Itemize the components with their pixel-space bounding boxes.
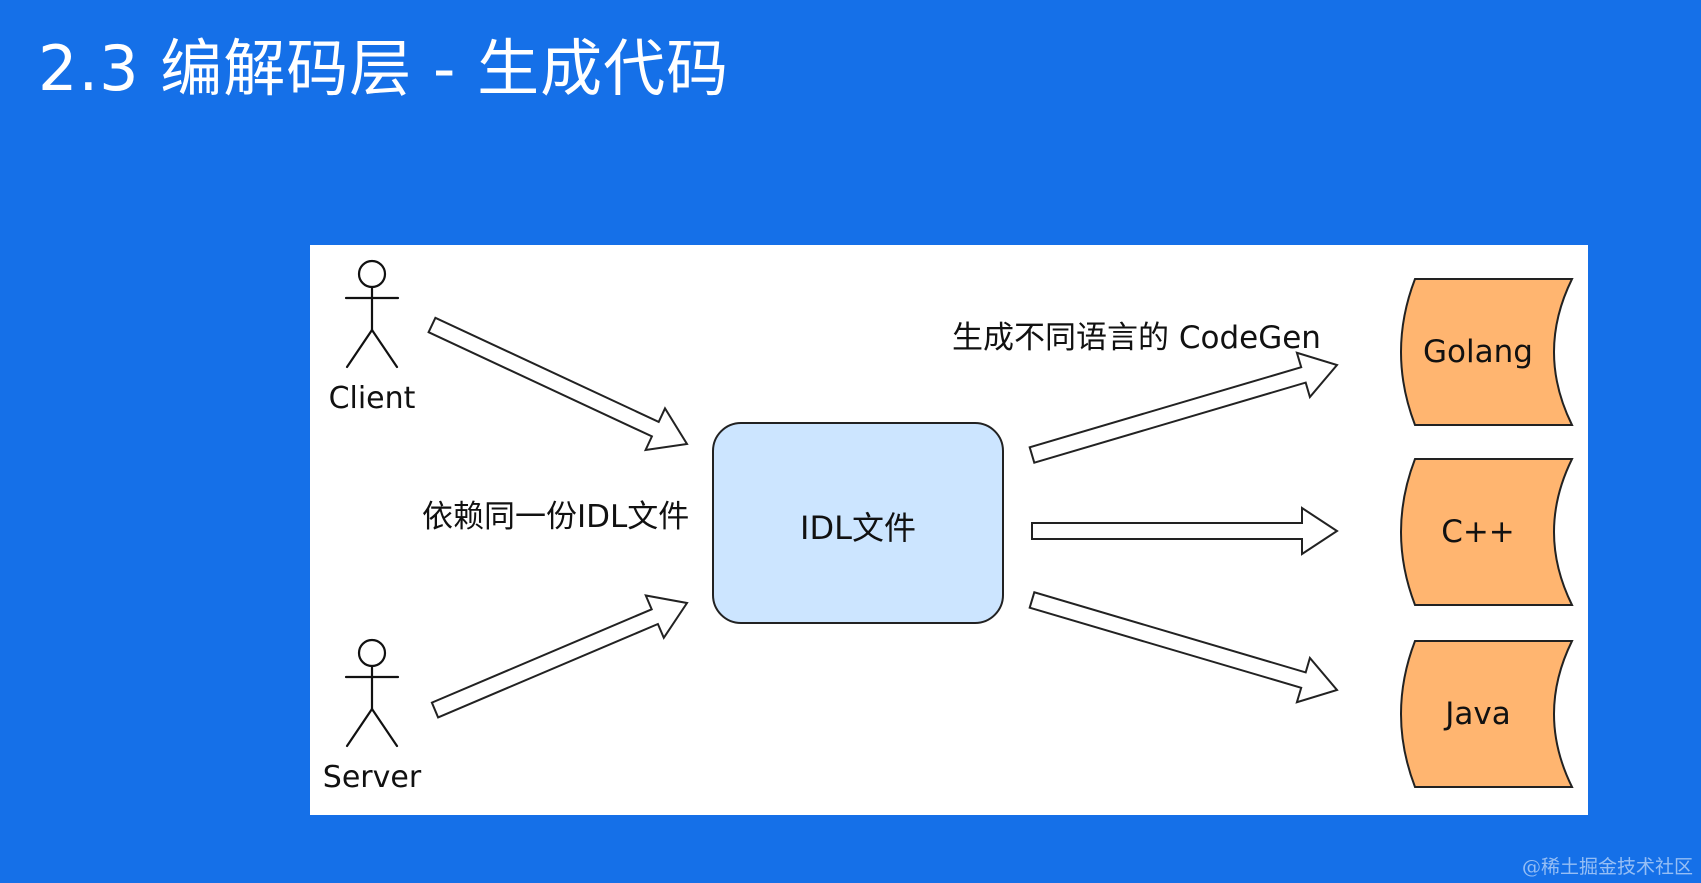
golang-tape-shape	[1400, 278, 1574, 426]
codegen-label: 生成不同语言的 CodeGen	[952, 320, 1321, 356]
shared-idl-label: 依赖同一份IDL文件	[422, 499, 690, 535]
language-cpp: C++	[1441, 514, 1515, 550]
language-golang: Golang	[1423, 334, 1533, 370]
diagram-canvas	[344, 259, 1574, 788]
client-to-idl-arrow	[427, 316, 689, 452]
cpp-tape-shape	[1400, 458, 1574, 606]
java-tape-shape	[1400, 640, 1574, 788]
server-actor-icon	[344, 638, 400, 748]
block-arrow-shape	[430, 594, 689, 719]
idl-file-label: IDL文件	[800, 509, 916, 547]
block-arrow-shape	[427, 316, 689, 452]
slide-title: 2.3 编解码层 - 生成代码	[38, 32, 730, 105]
idl-to-golang-arrow	[1028, 351, 1339, 464]
idl-file-box	[712, 422, 1004, 624]
server-label: Server	[322, 760, 422, 795]
source-watermark: @稀土掘金技术社区	[1521, 856, 1693, 878]
idl-to-cpp-arrow	[1031, 506, 1339, 556]
diagram-panel: Client Server 依赖同一份IDL文件 IDL文件 生成不同语言的 C…	[310, 245, 1588, 815]
server-to-idl-arrow	[430, 594, 689, 719]
idl-to-java-arrow	[1028, 591, 1339, 704]
language-java: Java	[1445, 696, 1511, 732]
client-actor-icon	[344, 259, 400, 369]
client-label: Client	[328, 381, 416, 416]
block-arrow-shape	[1028, 351, 1339, 464]
block-arrow-shape	[1031, 506, 1339, 556]
block-arrow-shape	[1028, 591, 1339, 704]
